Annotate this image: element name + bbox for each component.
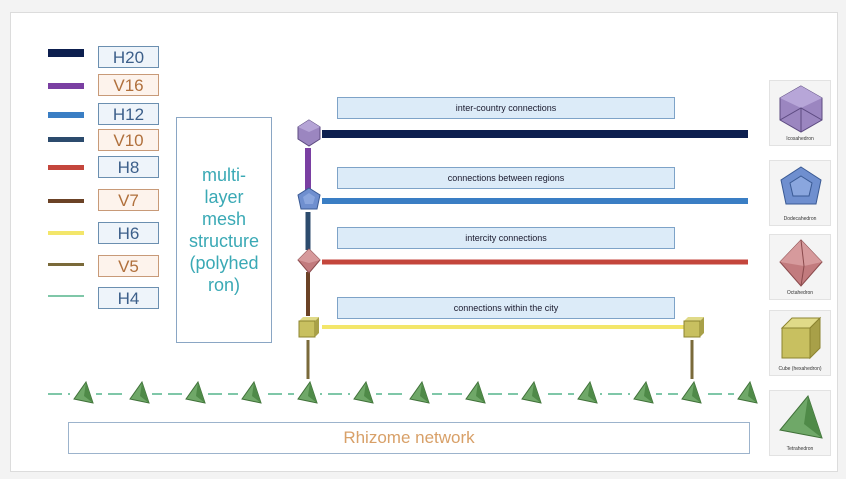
tetrahedron-node <box>574 379 600 409</box>
polyhedron-caption: Tetrahedron <box>786 446 814 452</box>
polyhedron-card-octahedron: Octahedron <box>769 234 831 300</box>
octahedron-node <box>297 248 321 274</box>
dodecahedron-icon <box>780 166 822 205</box>
legend-label-h8: H8 <box>98 156 159 178</box>
tetrahedron-node <box>406 379 432 409</box>
polyhedron-caption: Octahedron <box>786 290 814 296</box>
mesh-structure-label: multi- layer mesh structure (polyhed ron… <box>188 165 260 295</box>
legend-label-v5: V5 <box>98 255 159 277</box>
icosahedron-icon <box>779 85 823 133</box>
cube-node-left <box>298 317 319 338</box>
polyhedron-caption: Dodecahedron <box>783 216 817 222</box>
tetrahedron-node <box>294 379 320 409</box>
legend-label-v10: V10 <box>98 129 159 151</box>
tetrahedron-node <box>350 379 376 409</box>
legend-line-h20 <box>48 49 84 57</box>
tetrahedron-node <box>462 379 488 409</box>
legend-line-h12 <box>48 112 84 118</box>
connection-label-inter-country: inter-country connections <box>337 97 675 119</box>
legend-line-h8 <box>48 165 84 170</box>
cube-node-right <box>683 317 704 338</box>
legend-label-v7: V7 <box>98 189 159 211</box>
polyhedron-card-tetrahedron: Tetrahedron <box>769 390 831 456</box>
legend-line-h4 <box>48 295 84 297</box>
connection-label-intercity: intercity connections <box>337 227 675 249</box>
legend-line-v10 <box>48 137 84 142</box>
icosahedron-node <box>297 119 321 147</box>
dodecahedron-node <box>297 187 321 210</box>
legend-label-h4: H4 <box>98 287 159 309</box>
legend-label-h6: H6 <box>98 222 159 244</box>
legend-label-v16: V16 <box>98 74 159 96</box>
connection-label-regions: connections between regions <box>337 167 675 189</box>
legend-line-v16 <box>48 83 84 89</box>
legend-line-h6 <box>48 231 84 235</box>
tetrahedron-node <box>678 379 704 409</box>
tetrahedron-node <box>518 379 544 409</box>
rhizome-network-box: Rhizome network <box>68 422 750 454</box>
tetrahedron-node <box>630 379 656 409</box>
tetrahedron-node <box>126 379 152 409</box>
tetrahedron-node <box>734 379 760 409</box>
polyhedron-card-cube: Cube (hexahedron) <box>769 310 831 376</box>
polyhedron-card-icosahedron: Icosahedron <box>769 80 831 146</box>
cube-icon <box>780 316 822 360</box>
octahedron-icon <box>779 239 823 287</box>
tetrahedron-node <box>238 379 264 409</box>
legend-line-v5 <box>48 263 84 266</box>
polyhedron-card-dodecahedron: Dodecahedron <box>769 160 831 226</box>
connection-label-within-city: connections within the city <box>337 297 675 319</box>
tetrahedron-node <box>182 379 208 409</box>
polyhedron-caption: Cube (hexahedron) <box>778 366 822 372</box>
legend-line-v7 <box>48 199 84 203</box>
tetrahedron-node <box>70 379 96 409</box>
legend-label-h20: H20 <box>98 46 159 68</box>
mesh-structure-box: multi- layer mesh structure (polyhed ron… <box>176 117 272 343</box>
polyhedron-caption: Icosahedron <box>786 136 814 142</box>
tetrahedron-icon <box>779 394 823 439</box>
legend-label-h12: H12 <box>98 103 159 125</box>
